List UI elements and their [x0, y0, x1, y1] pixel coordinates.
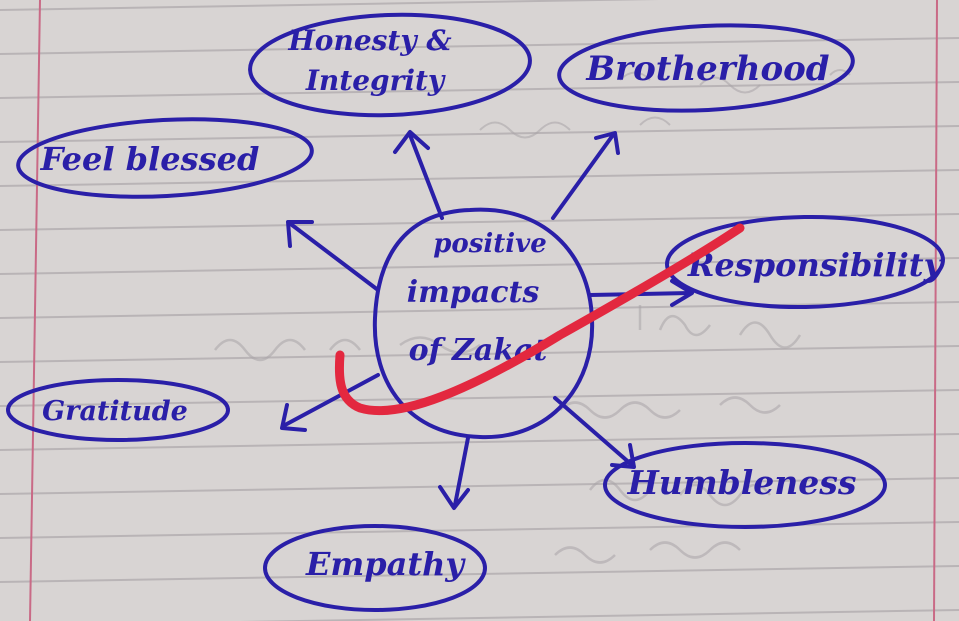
- node-feel-blessed: Feel blessed: [16, 117, 314, 199]
- ruled-line: [0, 345, 959, 363]
- ruled-line: [0, 125, 959, 143]
- node-humbleness: Humbleness: [603, 441, 887, 529]
- node-brotherhood-ellipse: [557, 23, 855, 113]
- node-gratitude-ellipse: [6, 378, 230, 442]
- center-line-2: impacts: [407, 275, 540, 310]
- right-margin-line: [933, 0, 938, 621]
- ruled-line: [239, 609, 959, 621]
- node-humbleness-label: Humbleness: [627, 463, 857, 502]
- center-line-3: of Zakat: [409, 333, 548, 368]
- ruled-line: [0, 0, 660, 11]
- node-gratitude-label: Gratitude: [42, 396, 188, 427]
- ruled-line: [0, 477, 959, 495]
- center-line-1: positive: [433, 229, 547, 259]
- node-honesty-integrity: Honesty & Integrity: [248, 12, 532, 118]
- ruled-line: [0, 257, 959, 275]
- left-margin-line: [29, 0, 41, 621]
- node-responsibility-ellipse: [665, 214, 945, 310]
- connector-arrows: [280, 130, 694, 510]
- node-feel-blessed-label: Feel blessed: [40, 140, 260, 178]
- node-empathy-ellipse: [263, 524, 487, 612]
- ruled-line: [0, 81, 959, 99]
- arrow-to-feel-blessed: [286, 220, 380, 292]
- ruled-line: [0, 433, 959, 451]
- node-honesty-integrity-line-1: Honesty &: [287, 24, 451, 57]
- show-through-writing: [214, 69, 851, 564]
- center-circle: [372, 207, 595, 440]
- ruled-line: [0, 389, 959, 407]
- node-humbleness-ellipse: [603, 441, 887, 529]
- ruled-line: [0, 521, 959, 539]
- node-empathy: Empathy: [263, 524, 487, 612]
- arrow-to-empathy: [438, 436, 470, 510]
- node-feel-blessed-ellipse: [16, 117, 314, 199]
- node-honesty-integrity-ellipse: [248, 12, 532, 118]
- center-node: positive impacts of Zakat: [372, 207, 595, 440]
- arrow-to-honesty-integrity: [393, 130, 444, 220]
- ruled-line: [0, 37, 959, 55]
- ruled-line: [0, 565, 959, 583]
- node-responsibility-label: Responsibility: [687, 246, 945, 284]
- node-gratitude: Gratitude: [6, 378, 230, 442]
- red-check-mark: [334, 223, 745, 416]
- ruled-line: [0, 169, 959, 187]
- node-brotherhood-label: Brotherhood: [585, 49, 829, 89]
- node-brotherhood: Brotherhood: [557, 23, 855, 113]
- node-responsibility: Responsibility: [665, 214, 945, 310]
- arrow-to-gratitude: [280, 373, 380, 432]
- node-honesty-integrity-line-2: Integrity: [305, 64, 446, 97]
- node-empathy-label: Empathy: [305, 545, 466, 583]
- ruled-line: [0, 301, 959, 319]
- arrow-to-brotherhood: [551, 131, 620, 220]
